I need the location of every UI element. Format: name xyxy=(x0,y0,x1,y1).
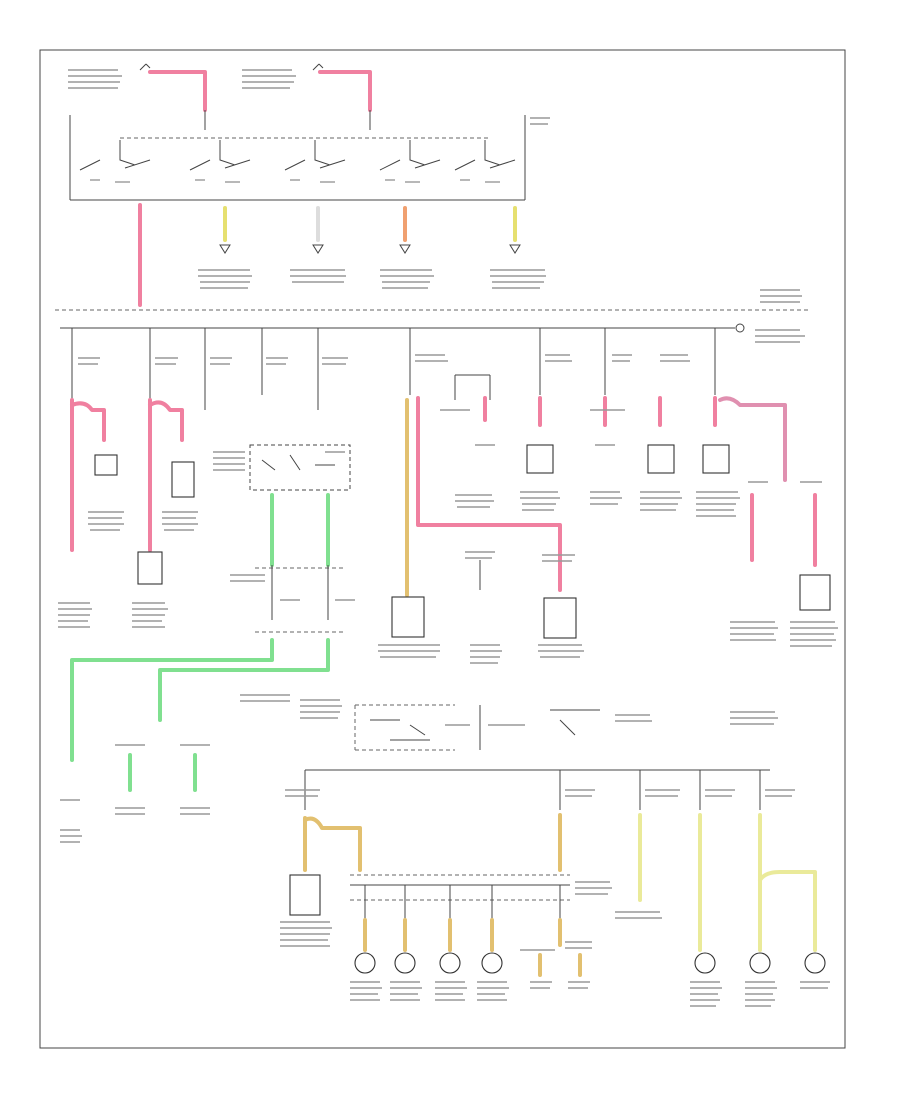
left-mirror-section xyxy=(58,398,198,628)
wire-pink-feed-right xyxy=(318,70,372,112)
component-box xyxy=(137,551,163,585)
wire-green-right-branch xyxy=(158,638,330,722)
center-section xyxy=(378,374,584,664)
wire-pink-center xyxy=(416,396,562,592)
ignition-switch-section xyxy=(68,63,550,201)
component-box xyxy=(647,444,675,474)
right-seat-section xyxy=(520,396,838,647)
wire-pink-feed-left xyxy=(148,70,207,112)
component-box xyxy=(94,454,118,476)
lighting-section xyxy=(240,694,830,1007)
diagram-border xyxy=(39,49,846,1049)
component-box xyxy=(171,461,195,498)
fuse-block-bus xyxy=(55,309,810,410)
fuse-icon xyxy=(139,63,324,71)
relay-box xyxy=(249,444,351,491)
component-box xyxy=(543,597,577,639)
wire-green-left-branch xyxy=(70,638,274,762)
component-box xyxy=(799,574,831,611)
relay-box-section xyxy=(60,444,355,843)
component-box xyxy=(391,596,425,638)
ignition-outputs xyxy=(138,203,802,307)
component-box xyxy=(702,444,730,474)
bulb-icon xyxy=(354,952,826,974)
component-box xyxy=(526,444,554,474)
component-box xyxy=(289,874,321,916)
